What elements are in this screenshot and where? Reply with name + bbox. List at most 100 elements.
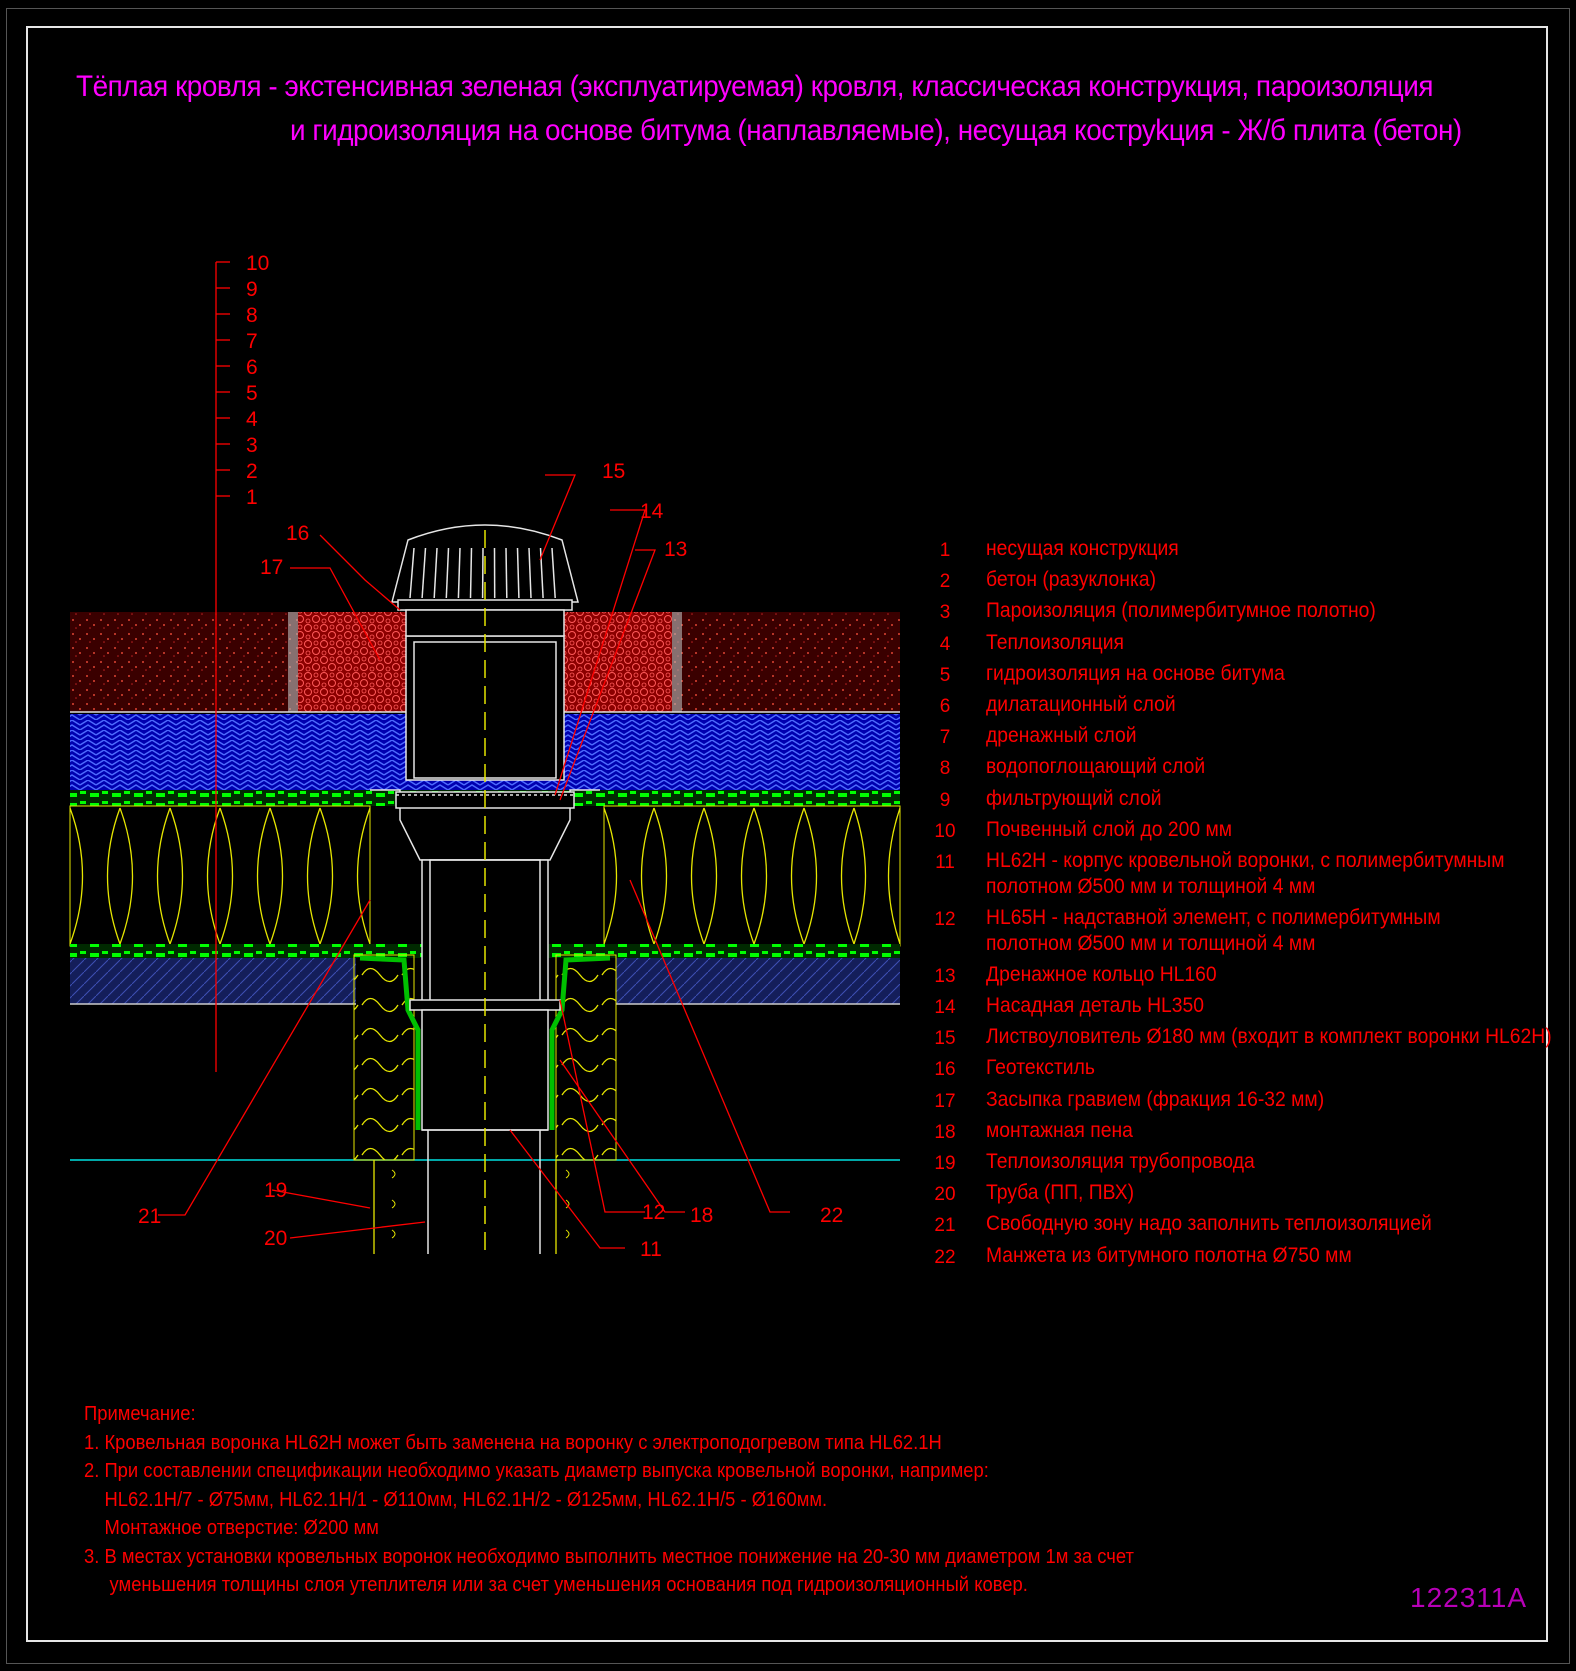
- legend-item: 14 Насадная деталь HL350: [930, 994, 1570, 1025]
- scale-label: 3: [246, 434, 258, 457]
- note-2b: HL62.1H/7 - Ø75мм, HL62.1H/1 - Ø110мм, H…: [84, 1488, 828, 1511]
- legend-text: HL62H - корпус кровельной воронки, с пол…: [986, 848, 1505, 872]
- legend-text: дренажный слой: [986, 724, 1137, 748]
- legend-item: 2 бетон (разуклонка): [930, 568, 1570, 599]
- legend-item: 17 Засыпка гравием (фракция 16-32 мм): [930, 1088, 1570, 1119]
- legend-number: 4: [939, 633, 951, 655]
- legend-item: 20 Труба (ПП, ПВХ): [930, 1181, 1570, 1212]
- legend-text: монтажная пена: [986, 1118, 1133, 1142]
- legend-number: 9: [939, 789, 951, 811]
- drawing-title-line2: и гидроизоляция на основе битума (наплав…: [290, 114, 1462, 147]
- legend-number: 18: [934, 1121, 956, 1143]
- scale-label: 6: [246, 356, 258, 379]
- legend-item: 19 Теплоизоляция трубопровода: [930, 1150, 1570, 1181]
- legend-text-continued: полотном Ø500 мм и толщиной 4 мм: [986, 931, 1316, 955]
- legend-number: 22: [934, 1246, 956, 1268]
- legend-number: 21: [934, 1215, 956, 1237]
- legend-text: Геотекстиль: [986, 1056, 1095, 1080]
- callout-14: 14: [640, 500, 664, 523]
- legend-item: 8 водопоглощающий слой: [930, 755, 1570, 786]
- legend-text: Почвенный слой до 200 мм: [986, 817, 1233, 841]
- note-3b: уменьшения толщины слоя утеплителя или з…: [84, 1574, 1028, 1596]
- callout-15: 15: [602, 460, 625, 483]
- concrete-screed-left: [70, 958, 356, 1004]
- legend-text: фильтрующий слой: [986, 786, 1162, 810]
- legend-text-continued: полотном Ø500 мм и толщиной 4 мм: [986, 874, 1316, 898]
- legend-text: Засыпка гравием (фракция 16-32 мм): [986, 1087, 1325, 1111]
- legend-item: 12 HL65H - надставной элемент, с полимерб…: [930, 906, 1570, 963]
- legend-text: Дренажное кольцо HL160: [986, 962, 1217, 986]
- note-3: 3. В местах установки кровельных воронок…: [84, 1545, 1134, 1568]
- legend-number: 8: [939, 758, 951, 780]
- drawing-frame: [26, 26, 1548, 1642]
- legend-text: дилатационный слой: [986, 692, 1176, 716]
- legend-item: 4 Теплоизоляция: [930, 631, 1570, 662]
- legend-number: 1: [939, 540, 951, 561]
- callout-17: 17: [260, 556, 283, 579]
- scale-label: 2: [246, 460, 258, 483]
- callout-18: 18: [690, 1204, 713, 1227]
- legend-number: 14: [934, 997, 956, 1019]
- legend-item: 22 Манжета из битумного полотна Ø750 мм: [930, 1244, 1570, 1275]
- legend-number: 16: [934, 1059, 956, 1081]
- legend-number: 17: [934, 1090, 956, 1112]
- legend-number: 15: [934, 1028, 956, 1050]
- leader-lines: [158, 474, 790, 1249]
- legend-number: 3: [939, 602, 951, 624]
- legend-item: 5 гидроизоляция на основе битума: [930, 662, 1570, 693]
- callout-20: 20: [264, 1227, 287, 1250]
- scale-label: 10: [246, 252, 269, 275]
- legend-item: 13 Дренажное кольцо HL160: [930, 963, 1570, 994]
- legend: 1 несущая конструкция 2 бетон (разуклонка) 3…: [930, 537, 1570, 1275]
- scale-label: 7: [246, 330, 258, 353]
- legend-number: 12: [934, 908, 956, 930]
- scale-label: 8: [246, 304, 258, 327]
- callout-19: 19: [264, 1179, 287, 1202]
- legend-item: 1 несущая конструкция: [930, 537, 1570, 568]
- legend-text: HL65H - надставной элемент, с полимербит…: [986, 905, 1441, 929]
- legend-text: водопоглощающий слой: [986, 755, 1206, 779]
- legend-item: 10 Почвенный слой до 200 мм: [930, 818, 1570, 849]
- thermal-insulation: [69, 805, 901, 947]
- callout-21: 21: [138, 1205, 161, 1228]
- note-2c: Монтажное отверстие: Ø200 мм: [84, 1517, 379, 1539]
- legend-text: Пароизоляция (полимербитумное полотно): [986, 599, 1376, 623]
- legend-item: 16 Геотекстиль: [930, 1056, 1570, 1087]
- legend-number: 6: [939, 695, 951, 717]
- legend-number: 5: [939, 664, 951, 686]
- notes-heading: Примечание:: [84, 1403, 196, 1425]
- legend-item: 3 Пароизоляция (полимербитумное полотно): [930, 599, 1570, 630]
- legend-text: Манжета из битумного полотна Ø750 мм: [986, 1243, 1352, 1267]
- legend-number: 11: [935, 851, 955, 873]
- scale-label: 9: [246, 278, 258, 301]
- callout-22: 22: [820, 1204, 843, 1227]
- legend-text: Листвоуловитель Ø180 мм (входит в компле…: [986, 1025, 1552, 1049]
- legend-number: 13: [934, 965, 956, 987]
- legend-text: Теплоизоляция: [986, 630, 1124, 654]
- legend-text: гидроизоляция на основе битума: [986, 661, 1285, 685]
- legend-text: Насадная деталь HL350: [986, 994, 1205, 1018]
- legend-item: 11 HL62H - корпус кровельной воронки, с п…: [930, 849, 1570, 906]
- drawing-code: 122311A: [1410, 1582, 1528, 1613]
- legend-text: Теплоизоляция трубопровода: [986, 1150, 1255, 1173]
- legend-number: 2: [939, 571, 951, 593]
- legend-text: бетон (разуклонка): [986, 568, 1157, 592]
- legend-number: 10: [934, 820, 956, 842]
- note-1: 1. Кровельная воронка HL62H может быть з…: [84, 1431, 942, 1454]
- outer-border: [6, 8, 1570, 1664]
- notes: Примечание: 1. Кровельная воронка HL62H …: [84, 1400, 1134, 1600]
- scale-label: 1: [246, 486, 258, 509]
- callout-11: 11: [640, 1238, 662, 1261]
- legend-text: несущая конструкция: [986, 537, 1179, 560]
- legend-item: 18 монтажная пена: [930, 1119, 1570, 1150]
- legend-number: 7: [939, 727, 951, 749]
- legend-text: Труба (ПП, ПВХ): [986, 1181, 1135, 1205]
- legend-number: 20: [934, 1184, 956, 1206]
- legend-number: 19: [934, 1153, 956, 1174]
- note-2: 2. При составлении спецификации необходи…: [84, 1460, 989, 1482]
- callout-16: 16: [286, 522, 309, 545]
- scale-label: 5: [246, 382, 258, 405]
